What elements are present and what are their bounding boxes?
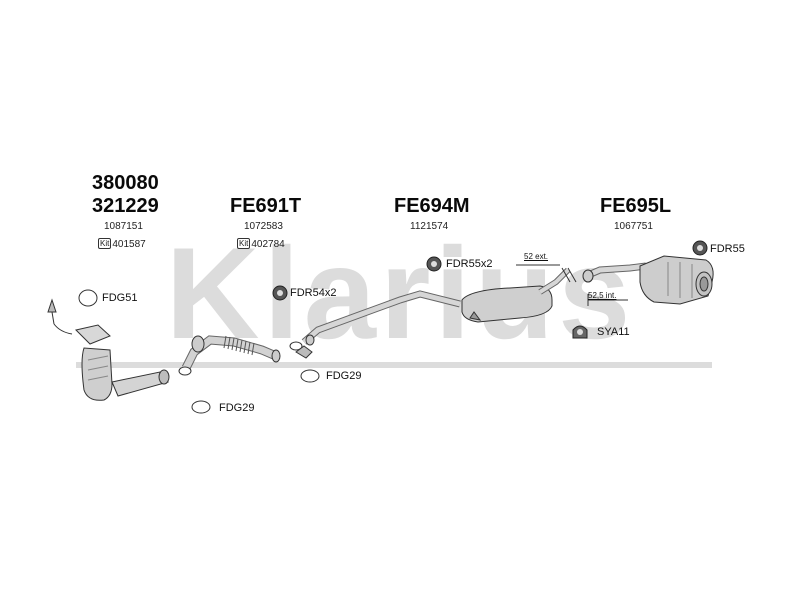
fitting-label-fdg29: FDG29 (219, 402, 255, 414)
flange-gasket-icon (300, 369, 320, 383)
kit-badge: Kit (98, 238, 112, 249)
dimension-label-ext: 52 ext. (524, 252, 549, 261)
watermark-underline (76, 362, 712, 368)
ref-number: 1067751 (614, 221, 653, 232)
fitting-label-fdr55: FDR55 (710, 243, 745, 255)
fitting-label-fdg29: FDG29 (326, 370, 362, 382)
flange-gasket-icon (191, 400, 211, 414)
pipe-hanger (295, 345, 313, 359)
ref-number: 1072583 (244, 221, 283, 232)
fitting-label-fdr55x2: FDR55x2 (446, 258, 493, 270)
catalytic-converter (75, 324, 170, 401)
gasket (178, 341, 303, 376)
rear-silencer (582, 255, 714, 305)
rubber-mount-icon (272, 285, 288, 301)
part-code-fe691t: FE691T (230, 195, 302, 217)
fitting-label-fdg51: FDG51 (102, 292, 138, 304)
ref-number: 1087151 (104, 221, 143, 232)
rubber-mount-icon (692, 240, 708, 256)
lambda-sensor (47, 298, 73, 335)
dimension-marks (516, 264, 628, 306)
part-code-fe694m: FE694M (394, 195, 470, 217)
fitting-label-fdr54: FDR54x2 (290, 287, 337, 299)
fitting-label-sya11: SYA11 (597, 326, 630, 338)
front-pipe (181, 335, 281, 371)
rubber-mount-icon (426, 256, 442, 272)
kit-ref-number: 401587 (112, 239, 146, 250)
part-code-380080: 380080 (92, 172, 159, 194)
ref-number: 1121574 (410, 221, 449, 232)
middle-section (301, 267, 571, 346)
part-code-321229: 321229 (92, 195, 159, 217)
kit-badge: Kit (237, 238, 251, 249)
dimension-label-int: 52,5 int. (588, 291, 617, 300)
part-code-fe695l: FE695L (600, 195, 672, 217)
clamp-icon (572, 325, 588, 339)
flange-gasket-icon (78, 289, 98, 307)
kit-ref-number: 402784 (251, 239, 285, 250)
